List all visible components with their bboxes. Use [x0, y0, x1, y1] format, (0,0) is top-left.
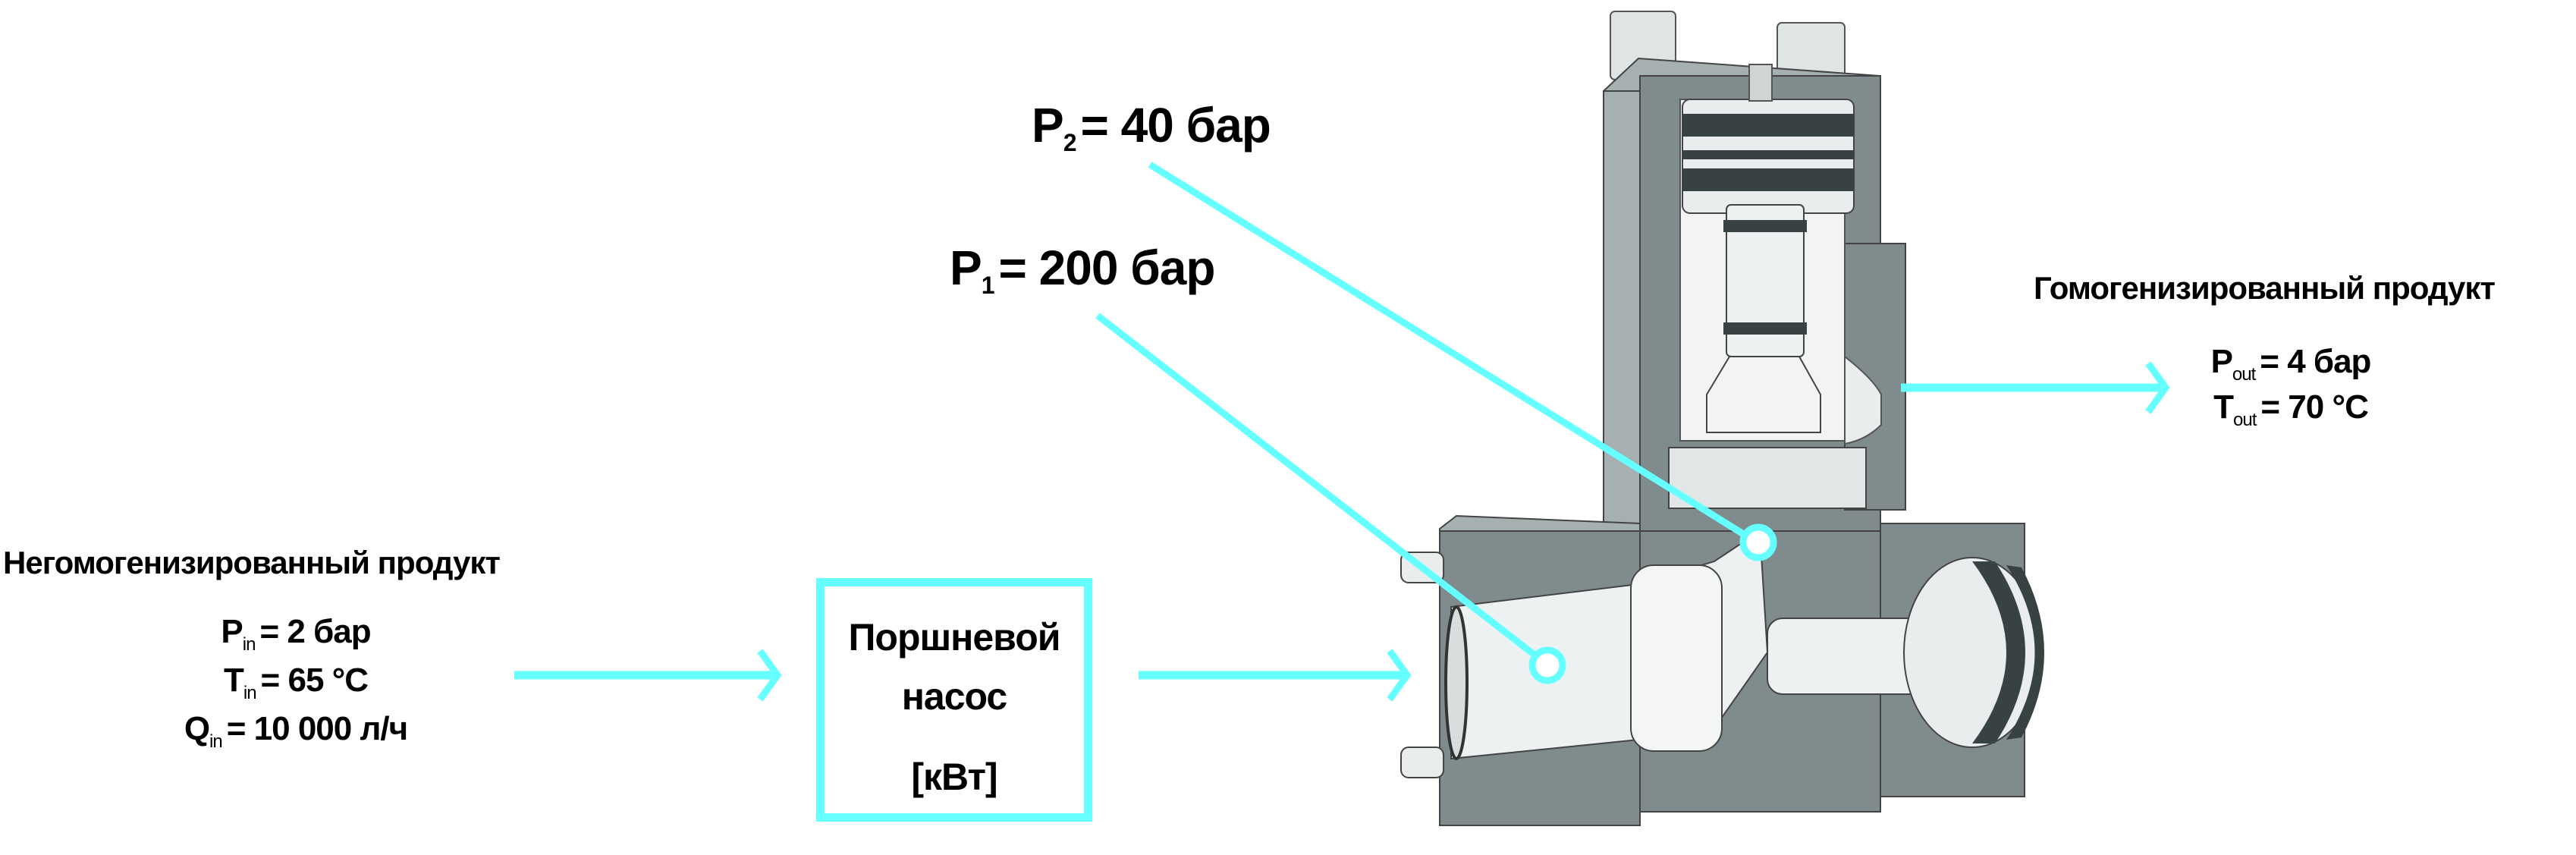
pump-unit: [кВт] — [911, 756, 997, 798]
homogenizer-valve-illustration — [1400, 11, 2044, 826]
pump-label-line1: Поршневой — [848, 616, 1060, 659]
seal-ring — [1723, 220, 1807, 232]
param-value: = 4 бар — [2260, 343, 2371, 380]
outlet-params: Pout= 4 бар Tout= 70 °C — [2154, 343, 2427, 434]
param-value: = 10 000 л/ч — [226, 710, 408, 747]
seal-ring — [1682, 150, 1854, 159]
outlet-temperature: Tout= 70 °C — [2154, 388, 2427, 434]
param-symbol: T — [2213, 388, 2234, 426]
param-subscript: in — [242, 634, 256, 655]
param-value: = 200 бар — [998, 240, 1215, 295]
seal-ring — [1682, 168, 1854, 191]
p2-marker-icon — [1739, 523, 1777, 561]
param-subscript: out — [2233, 410, 2257, 430]
param-subscript: in — [209, 731, 223, 752]
valve-seat — [1668, 447, 1867, 509]
inlet-temperature: Tin= 65 °C — [129, 662, 463, 710]
inlet-flow-rate: Qin= 10 000 л/ч — [129, 710, 463, 759]
param-subscript: out — [2232, 364, 2256, 385]
valve-head — [1706, 356, 1821, 433]
param-subscript: in — [243, 683, 257, 703]
bolt — [1400, 747, 1444, 778]
p2-leader-line — [1148, 162, 1777, 561]
outlet-pressure: Pout= 4 бар — [2154, 343, 2427, 388]
inlet-flow-arrow — [514, 649, 782, 702]
p1-leader-line — [1095, 313, 1566, 684]
param-symbol: P — [1032, 98, 1064, 152]
inlet-opening — [1444, 605, 1469, 760]
p1-marker-icon — [1528, 646, 1566, 684]
pump-label-line2: насос — [901, 675, 1008, 718]
pump-to-valve-arrow — [1139, 649, 1412, 702]
param-symbol: P — [950, 240, 982, 295]
param-subscript: 2 — [1063, 129, 1077, 156]
outlet-port — [1844, 354, 1882, 445]
valve-tower-side — [1603, 90, 1641, 539]
param-symbol: T — [223, 662, 244, 699]
seal-ring — [1972, 561, 2025, 743]
param-value: = 65 °C — [260, 662, 369, 699]
piston-pump-box: Поршневой насос [кВт] — [816, 578, 1092, 822]
inlet-params: Pin= 2 бар Tin= 65 °C Qin= 10 000 л/ч — [129, 613, 463, 759]
param-value: = 40 бар — [1080, 98, 1271, 152]
outlet-flow-arrow — [1901, 361, 2170, 414]
seal-ring — [1723, 322, 1807, 335]
p2-callout: P2= 40 бар — [1032, 97, 1271, 157]
param-subscript: 1 — [981, 272, 995, 299]
inlet-title: Негомогенизированный продукт — [3, 545, 501, 580]
param-value: = 70 °C — [2260, 388, 2368, 426]
outlet-title: Гомогенизированный продукт — [2034, 270, 2496, 306]
param-symbol: P — [2210, 343, 2233, 380]
param-symbol: P — [221, 613, 243, 650]
param-value: = 2 бар — [259, 613, 371, 650]
p1-callout: P1= 200 бар — [950, 240, 1215, 300]
plunger-flange — [1630, 564, 1723, 752]
param-symbol: Q — [184, 710, 210, 747]
seal-ring — [1682, 114, 1854, 137]
piston-rod-top — [1748, 64, 1773, 102]
inlet-pressure: Pin= 2 бар — [129, 613, 463, 662]
seal-ring — [2006, 565, 2044, 740]
